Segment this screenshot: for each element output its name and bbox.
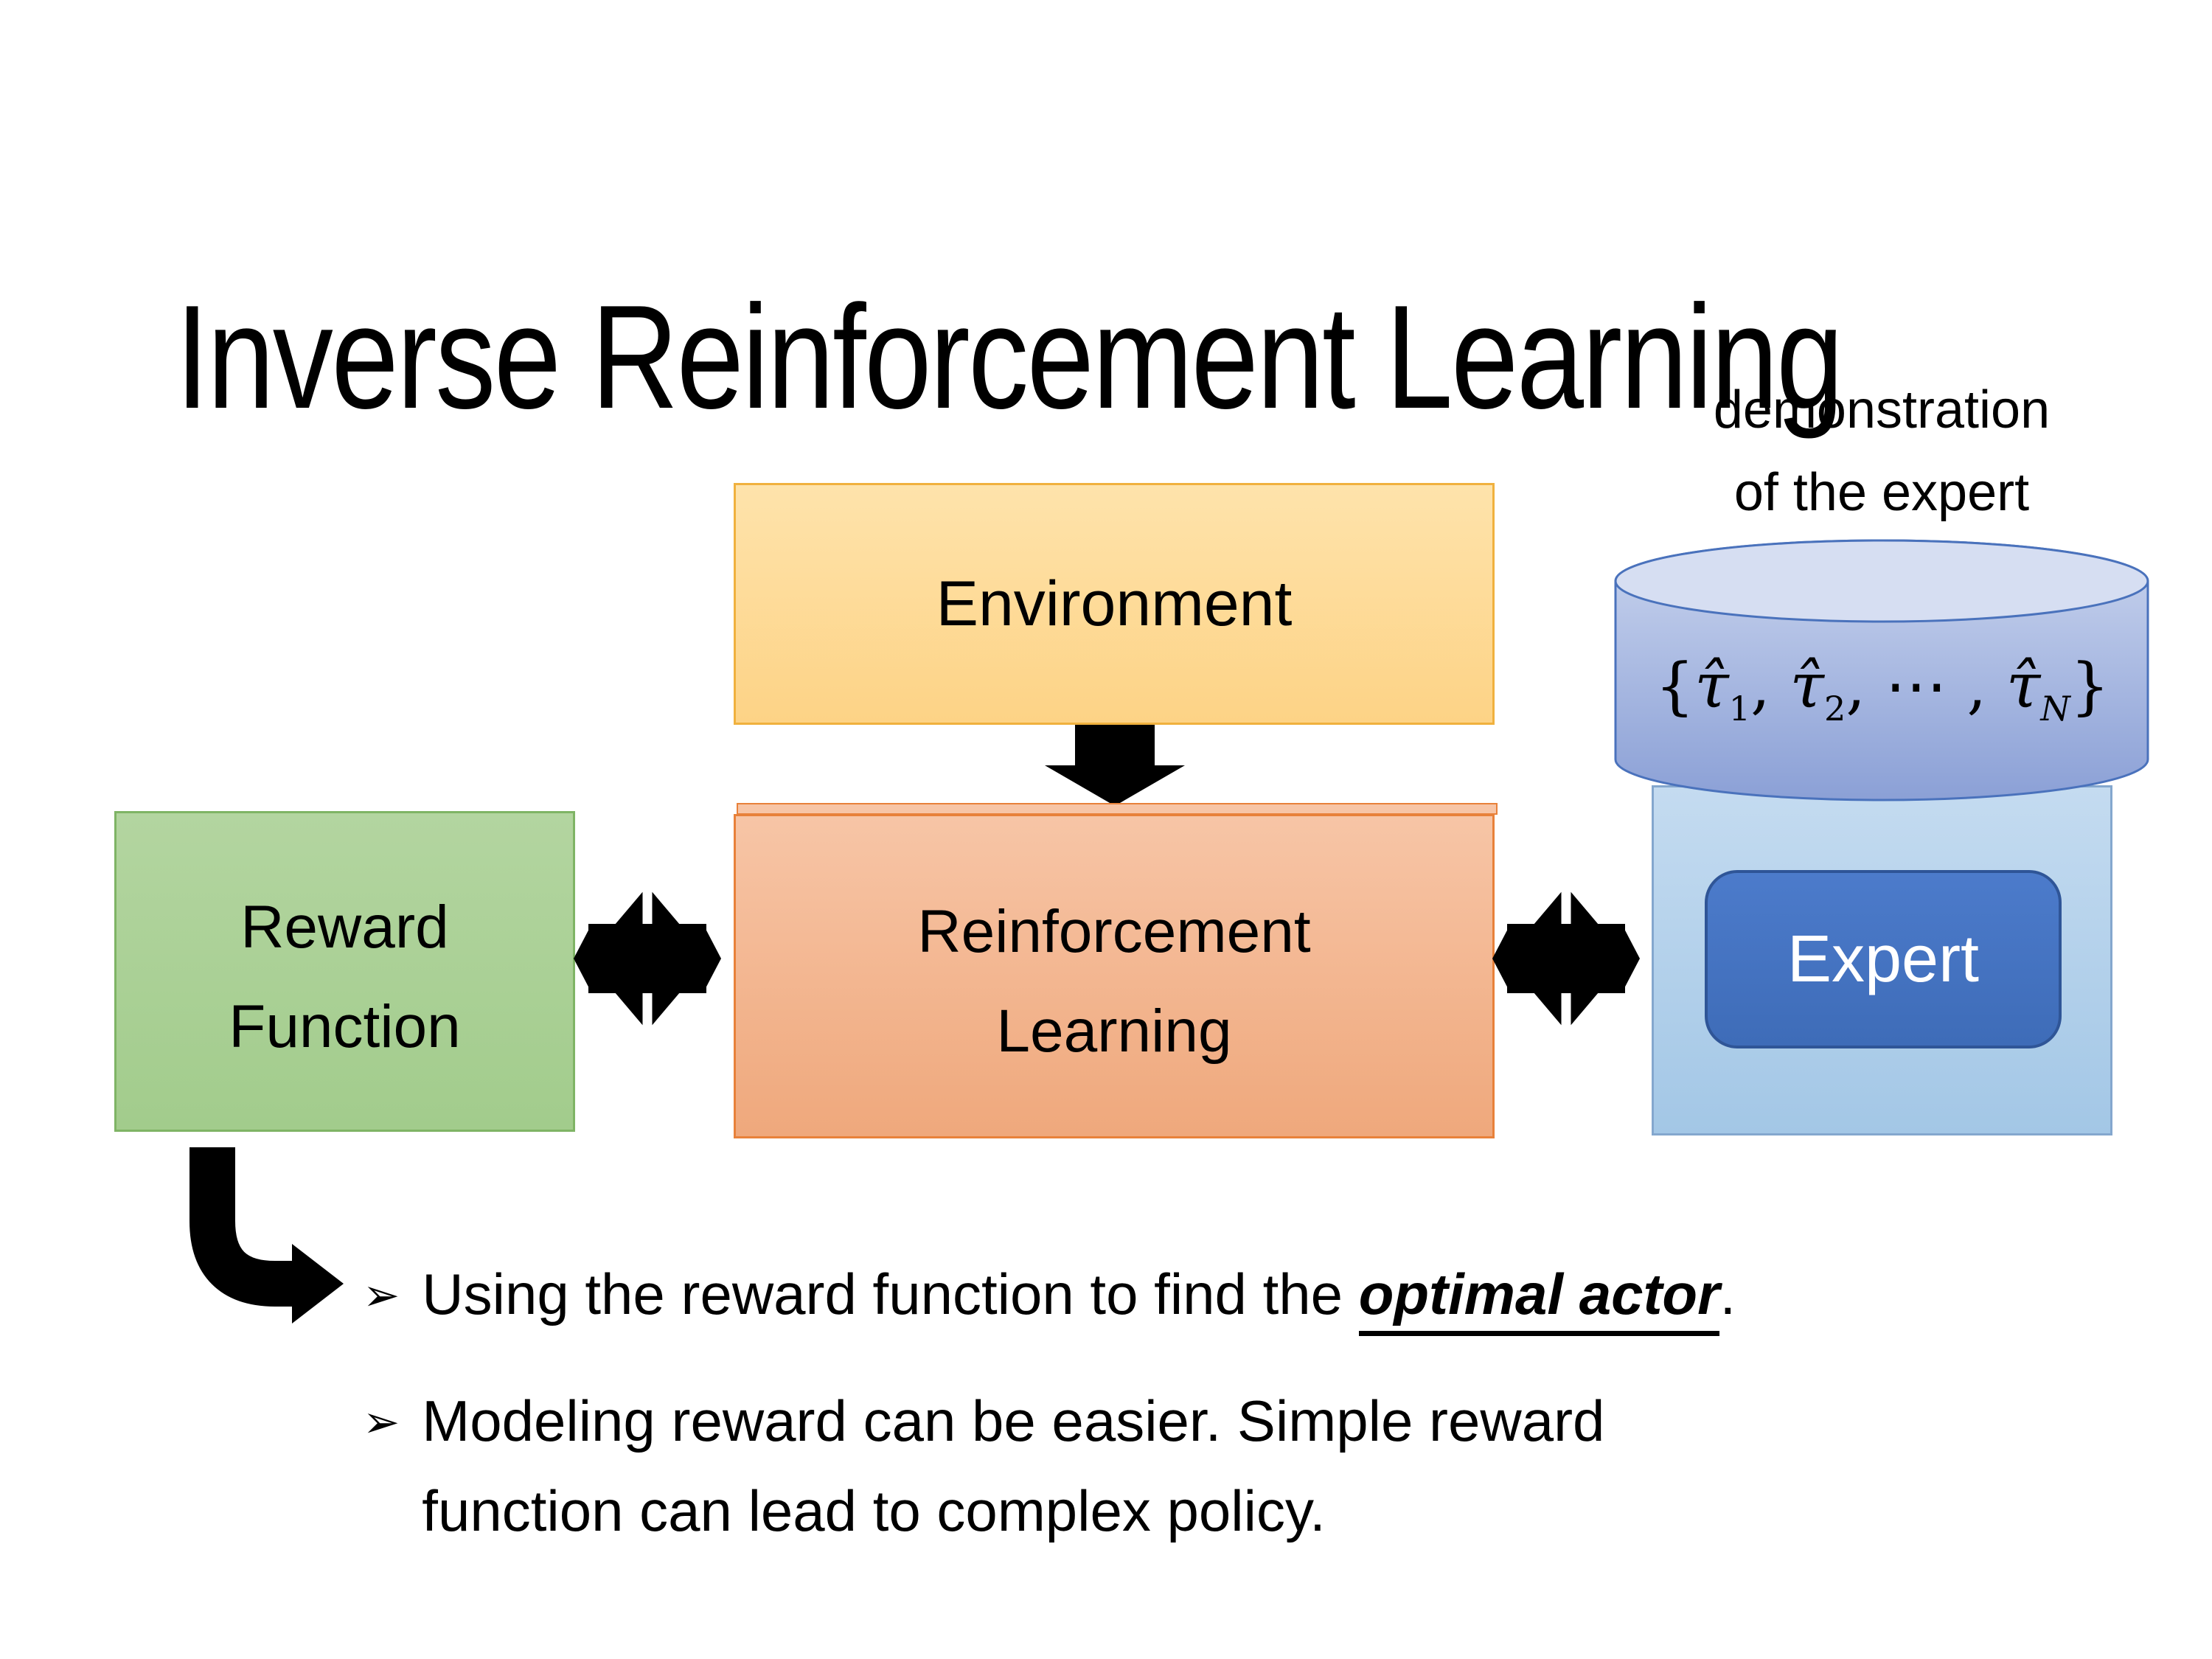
reward-label-line-1: Reward	[240, 893, 449, 961]
bullet-2-line-1: Modeling reward can be easier. Simple re…	[422, 1388, 1605, 1453]
annotation-line-2: of the expert	[1733, 463, 2030, 522]
reward-function-box: Reward Function	[114, 811, 575, 1132]
formula-tau-n: τ̂	[2006, 650, 2041, 722]
exchange-arrows-right-icon	[1492, 885, 1640, 1032]
bullet-2-text: Modeling reward can be easier. Simple re…	[422, 1376, 1604, 1556]
expert-box: Expert	[1705, 870, 2062, 1048]
annotation-line-1: demonstration	[1713, 380, 2051, 439]
formula-comma-1: ,	[1750, 650, 1790, 722]
annotation: demonstration of the expert	[1578, 369, 2185, 534]
bullet-item-2: ➢ Modeling reward can be easier. Simple …	[363, 1376, 1604, 1556]
formula-tau-2: τ̂	[1790, 650, 1824, 722]
expert-label: Expert	[1787, 922, 1980, 996]
environment-box: Environment	[734, 483, 1495, 725]
formula-open-brace: {	[1655, 650, 1695, 722]
exchange-arrows-left-icon	[574, 885, 721, 1032]
bullet-item-1: ➢ Using the reward function to find the …	[363, 1249, 1736, 1339]
formula-close-brace: }	[2070, 650, 2110, 722]
bullet-1-post: .	[1719, 1262, 1736, 1326]
bullet-1-pre: Using the reward function to find the	[422, 1262, 1359, 1326]
cylinder-top	[1614, 539, 2149, 623]
elbow-arrow-icon	[189, 1147, 344, 1324]
demonstrations-formula: {τ̂1, τ̂2, ⋯ , τ̂N}	[1615, 643, 2150, 728]
bullet-marker-icon: ➢	[363, 1270, 400, 1320]
formula-sub-2: 2	[1823, 688, 1846, 728]
reinforcement-learning-box: Reinforcement Learning	[734, 814, 1495, 1138]
slide-title: Inverse Reinforcement Learning	[175, 275, 1843, 439]
formula-dots: ⋯	[1885, 650, 1947, 722]
demonstrations-cylinder	[1614, 539, 2149, 801]
rl-offset-strip	[737, 803, 1498, 815]
bullet-2-line-2: function can lead to complex policy.	[422, 1478, 1326, 1543]
formula-comma-3: ,	[1947, 650, 2006, 722]
down-arrow-icon	[1045, 725, 1185, 806]
formula-tau-1: τ̂	[1694, 650, 1729, 722]
bullet-marker-icon: ➢	[363, 1397, 400, 1447]
formula-comma-2: ,	[1846, 650, 1885, 722]
formula-sub-1: 1	[1728, 688, 1751, 728]
reward-label-line-2: Function	[229, 992, 461, 1060]
emphasis-optimal-actor: optimal actor	[1358, 1262, 1720, 1336]
bullet-1-text: Using the reward function to find the op…	[422, 1249, 1736, 1339]
environment-label: Environment	[936, 568, 1293, 639]
rl-label-line-2: Learning	[996, 998, 1232, 1065]
formula-sub-n: N	[2040, 688, 2070, 728]
rl-label-line-1: Reinforcement	[917, 898, 1311, 965]
